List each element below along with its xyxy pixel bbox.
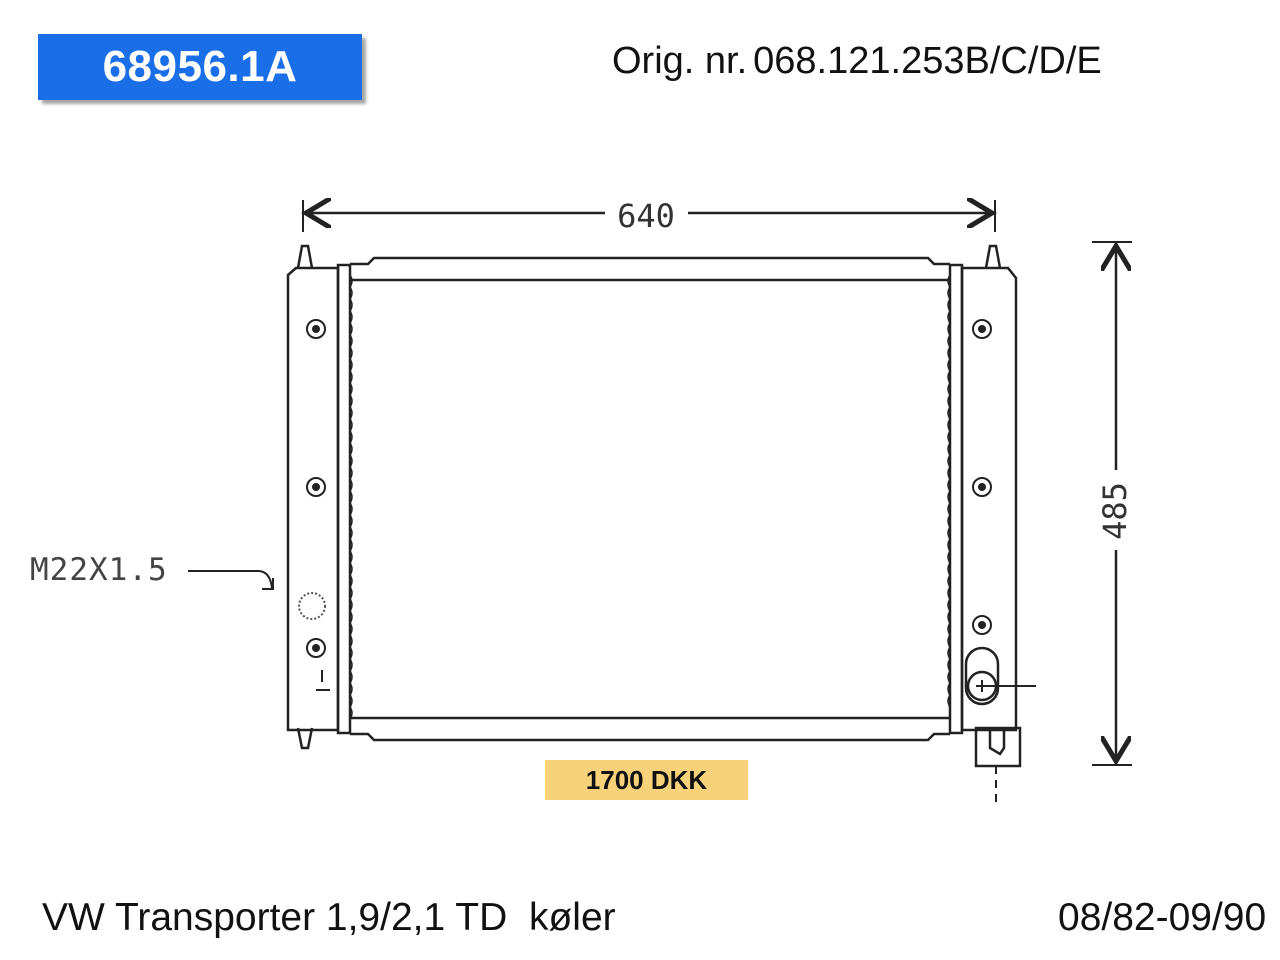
thread-callout-arrow bbox=[188, 570, 274, 590]
part-number-badge: 68956.1A bbox=[38, 34, 362, 100]
right-tank bbox=[947, 244, 1022, 768]
mounting-hole bbox=[972, 615, 992, 635]
model-years: 08/82-09/90 bbox=[1058, 896, 1267, 939]
radiator-core bbox=[349, 256, 951, 742]
thread-port bbox=[298, 592, 326, 620]
price-tag: 1700 DKK bbox=[545, 760, 748, 800]
mounting-hole bbox=[306, 638, 326, 658]
part-number: 68956.1A bbox=[102, 42, 298, 91]
mounting-hole bbox=[306, 319, 326, 339]
mounting-hole bbox=[972, 319, 992, 339]
orig-label: Orig. nr. bbox=[612, 40, 748, 82]
height-label: 485 bbox=[1096, 482, 1134, 540]
outlet-pipe bbox=[964, 646, 1036, 806]
height-dimension: 485 bbox=[1092, 241, 1134, 766]
original-number: Orig. nr.068.121.253B/C/D/E bbox=[612, 40, 1102, 83]
orig-number: 068.121.253B/C/D/E bbox=[753, 40, 1102, 82]
product-description: VW Transporter 1,9/2,1 TD køler bbox=[42, 896, 616, 939]
width-dimension: 640 bbox=[303, 197, 995, 235]
mounting-hole bbox=[972, 477, 992, 497]
mounting-hole bbox=[306, 477, 326, 497]
width-label: 640 bbox=[617, 197, 675, 235]
thread-spec: M22X1.5 bbox=[30, 552, 168, 588]
